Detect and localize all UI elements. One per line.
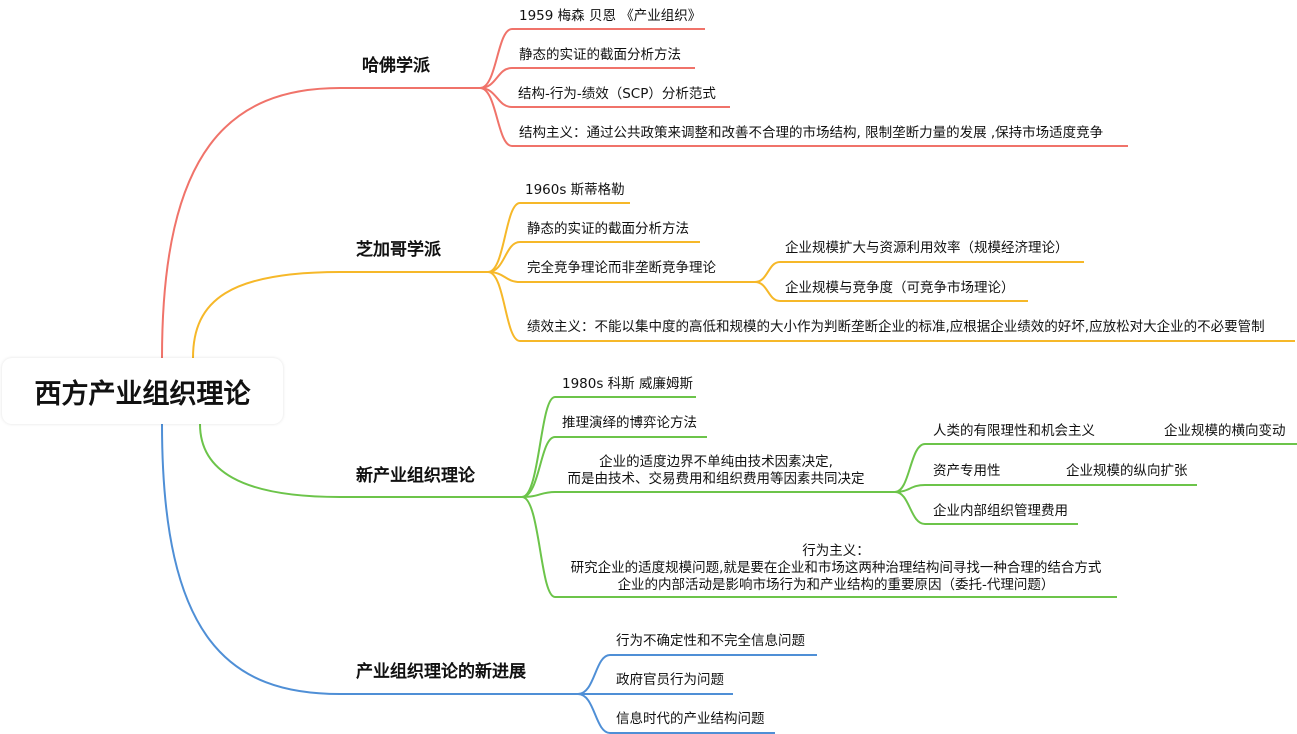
chicago-sub-2[interactable]: 企业规模与竞争度（可竞争市场理论）	[785, 280, 1015, 296]
branch-chicago-title[interactable]: 芝加哥学派	[356, 240, 441, 260]
progress-item-1[interactable]: 行为不确定性和不完全信息问题	[616, 633, 805, 649]
new-boundary-line-2: 而是由技术、交易费用和组织费用等因素共同决定	[567, 471, 865, 487]
new-theory-connectors	[199, 396, 1297, 598]
chicago-connectors	[192, 202, 1295, 359]
new-boundary-line-1: 企业的适度边界不单纯由技术因素决定,	[599, 454, 833, 470]
new-behavior-line-1: 行为主义：	[802, 543, 870, 559]
new-behavior[interactable]: 行为主义： 研究企业的适度规模问题,就是要在企业和市场这两种治理结构间寻找一种合…	[558, 543, 1114, 594]
new-sub-3[interactable]: 企业内部组织管理费用	[933, 503, 1068, 519]
new-behavior-line-2: 研究企业的适度规模问题,就是要在企业和市场这两种治理结构间寻找一种合理的结合方式	[570, 560, 1102, 576]
new-subsub-2[interactable]: 企业规模的纵向扩张	[1066, 463, 1188, 479]
new-boundary[interactable]: 企业的适度边界不单纯由技术因素决定, 而是由技术、交易费用和组织费用等因素共同决…	[558, 454, 874, 488]
new-behavior-line-3: 企业的内部活动是影响市场行为和产业结构的重要原因（委托-代理问题）	[617, 577, 1055, 593]
new-sub-2[interactable]: 资产专用性	[933, 463, 1001, 479]
harvard-connectors	[161, 28, 1128, 359]
chicago-item-3[interactable]: 完全竞争理论而非垄断竞争理论	[527, 260, 716, 276]
branch-new-title[interactable]: 新产业组织理论	[356, 466, 475, 486]
root-topic[interactable]: 西方产业组织理论	[2, 358, 283, 424]
chicago-sub-1[interactable]: 企业规模扩大与资源利用效率（规模经济理论）	[785, 240, 1069, 256]
branch-progress-title[interactable]: 产业组织理论的新进展	[356, 662, 526, 682]
chicago-item-4[interactable]: 绩效主义：不能以集中度的高低和规模的大小作为判断垄断企业的标准,应根据企业绩效的…	[527, 319, 1265, 335]
harvard-item-4[interactable]: 结构主义：通过公共政策来调整和改善不合理的市场结构, 限制垄断力量的发展 ,保持…	[519, 125, 1104, 141]
progress-connectors	[161, 423, 817, 734]
new-item-1[interactable]: 1980s 科斯 威廉姆斯	[562, 376, 693, 392]
chicago-item-2[interactable]: 静态的实证的截面分析方法	[527, 221, 689, 237]
harvard-item-2[interactable]: 静态的实证的截面分析方法	[519, 47, 681, 63]
new-item-2[interactable]: 推理演绎的博弈论方法	[562, 415, 697, 431]
new-sub-1[interactable]: 人类的有限理性和机会主义	[933, 423, 1095, 439]
progress-item-2[interactable]: 政府官员行为问题	[616, 672, 724, 688]
branch-harvard-title[interactable]: 哈佛学派	[362, 56, 430, 76]
chicago-item-1[interactable]: 1960s 斯蒂格勒	[525, 182, 625, 198]
progress-item-3[interactable]: 信息时代的产业结构问题	[616, 711, 765, 727]
harvard-item-3[interactable]: 结构-行为-绩效（SCP）分析范式	[518, 86, 716, 102]
harvard-item-1[interactable]: 1959 梅森 贝恩 《产业组织》	[519, 8, 702, 24]
new-subsub-1[interactable]: 企业规模的横向变动	[1164, 423, 1286, 439]
